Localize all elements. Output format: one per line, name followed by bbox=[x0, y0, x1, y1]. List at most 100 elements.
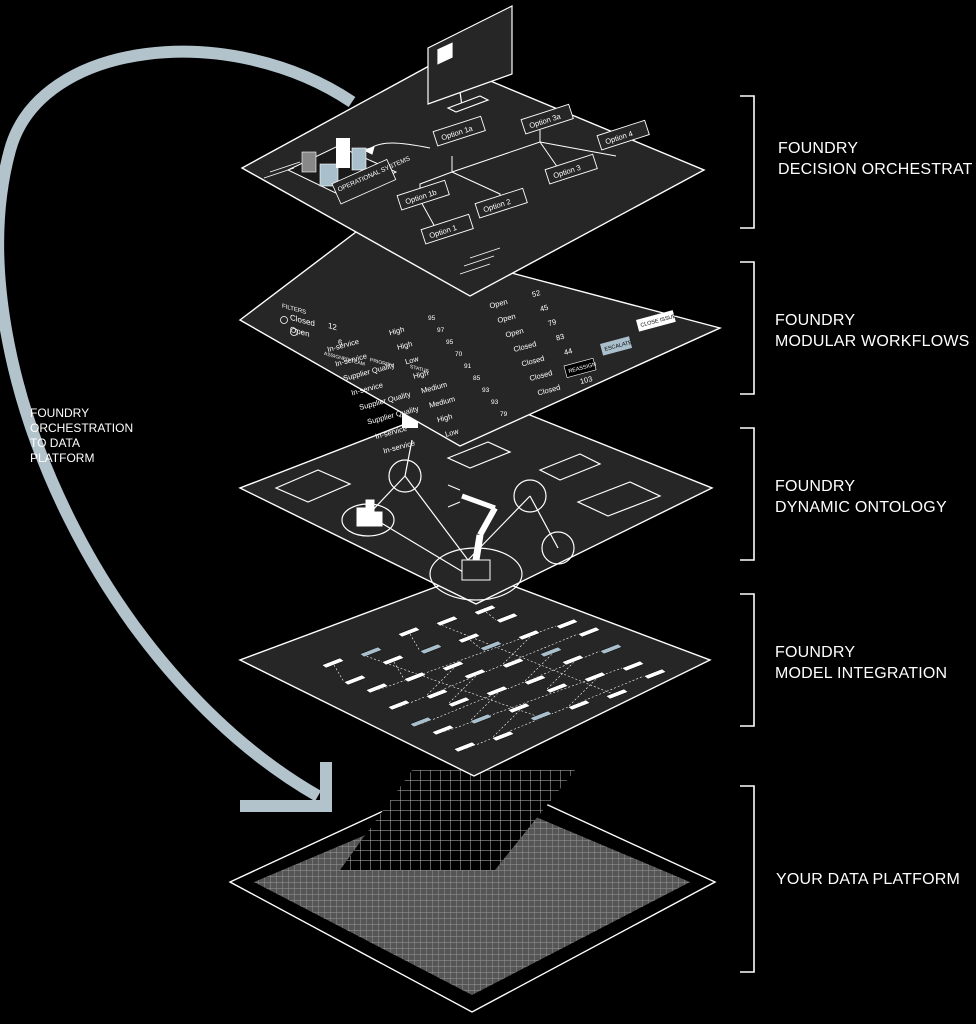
model-connection bbox=[567, 678, 597, 708]
cell-count: 52 bbox=[531, 288, 541, 299]
cell-count: 103 bbox=[579, 374, 593, 386]
model-node bbox=[545, 682, 569, 694]
escalate-button[interactable] bbox=[600, 336, 633, 356]
text-placeholder-line bbox=[263, 167, 295, 179]
model-node bbox=[605, 688, 629, 700]
arrow-label-line-2: ORCHESTRATION bbox=[30, 421, 134, 435]
text-placeholder-line bbox=[469, 247, 501, 259]
side-value: 85 bbox=[473, 375, 481, 382]
model-node bbox=[517, 629, 541, 641]
model-node bbox=[419, 643, 443, 655]
model-connection bbox=[491, 709, 521, 739]
text-placeholder-line bbox=[463, 255, 495, 267]
model-node bbox=[403, 671, 427, 683]
bracket-ontology bbox=[740, 427, 755, 561]
cell-count: 79 bbox=[547, 317, 557, 328]
layer-modular-workflows: FILTERS Closed Open 12 6 ASSIGNED TEAM P… bbox=[238, 231, 723, 455]
model-node bbox=[397, 626, 421, 638]
filter-closed-count: 12 bbox=[328, 321, 337, 332]
side-value: 95 bbox=[428, 315, 436, 322]
model-node bbox=[485, 685, 509, 697]
option-box[interactable]: Option 1 bbox=[420, 213, 474, 245]
model-node bbox=[425, 688, 449, 700]
model-node bbox=[359, 646, 383, 658]
monitor-icon bbox=[427, 5, 513, 113]
layer-data-platform bbox=[228, 769, 717, 1013]
text-placeholder-line bbox=[269, 161, 301, 173]
option-box[interactable]: Option 2 bbox=[474, 187, 528, 219]
model-node bbox=[447, 696, 471, 708]
side-value: 93 bbox=[491, 399, 499, 406]
arrow-label-line-4: PLATFORM bbox=[30, 451, 95, 465]
cell-priority: Low bbox=[444, 426, 460, 438]
model-node bbox=[343, 674, 367, 686]
model-node bbox=[495, 612, 519, 624]
side-value: 79 bbox=[500, 411, 508, 418]
model-connection bbox=[333, 664, 345, 683]
model-connection bbox=[359, 653, 543, 719]
cell-count: 45 bbox=[539, 303, 549, 314]
cell-count: 44 bbox=[563, 346, 573, 357]
layer-brackets bbox=[740, 95, 755, 973]
model-node bbox=[599, 643, 623, 655]
model-node bbox=[523, 674, 547, 686]
cell-priority: High bbox=[436, 412, 453, 425]
label-line-1: YOUR DATA PLATFORM bbox=[776, 871, 961, 888]
option-box[interactable]: Option 3 bbox=[544, 153, 598, 185]
model-node bbox=[457, 632, 481, 644]
model-connection bbox=[425, 667, 455, 697]
layer-dynamic-ontology bbox=[238, 394, 714, 605]
label-line-2: DYNAMIC ONTOLOGY bbox=[775, 499, 947, 516]
building-icon bbox=[356, 499, 383, 527]
label-line-1: FOUNDRY bbox=[775, 312, 856, 329]
option-box[interactable]: Option 4 bbox=[596, 119, 650, 151]
model-connection bbox=[409, 633, 421, 652]
model-node bbox=[473, 604, 497, 616]
model-connection bbox=[523, 653, 553, 683]
model-node bbox=[469, 713, 493, 725]
robot-arm-icon bbox=[447, 484, 498, 581]
filter-open-count: 6 bbox=[338, 338, 343, 348]
model-node bbox=[583, 671, 607, 683]
label-line-1: FOUNDRY bbox=[778, 140, 859, 157]
model-connection bbox=[435, 622, 619, 697]
model-node bbox=[491, 730, 515, 742]
model-node bbox=[409, 716, 433, 728]
model-node bbox=[431, 724, 455, 736]
model-node bbox=[539, 646, 563, 658]
model-connection bbox=[545, 661, 575, 691]
operational-systems: OPERATIONAL SYSTEMS bbox=[286, 138, 412, 205]
close-issue-button[interactable] bbox=[636, 310, 676, 332]
model-node bbox=[643, 668, 667, 680]
label-line-2: MODULAR WORKFLOWS bbox=[775, 333, 970, 350]
model-node bbox=[501, 657, 525, 669]
model-connection bbox=[469, 692, 499, 722]
model-node bbox=[441, 660, 465, 672]
model-node bbox=[507, 702, 531, 714]
model-node bbox=[561, 654, 585, 666]
side-value: 95 bbox=[446, 339, 454, 346]
model-connection bbox=[447, 675, 477, 705]
model-node bbox=[479, 640, 503, 652]
orchestration-arrow bbox=[0, 45, 356, 812]
arrow-label-line-1: FOUNDRY bbox=[30, 406, 90, 420]
model-node bbox=[555, 618, 579, 630]
model-node bbox=[435, 615, 459, 627]
cell-priority: High bbox=[412, 368, 429, 381]
model-node bbox=[621, 660, 645, 672]
layer-model-integration bbox=[238, 571, 712, 777]
cell-priority: Low bbox=[404, 354, 420, 366]
model-node bbox=[567, 699, 591, 711]
arrow-label-line-3: TO DATA bbox=[30, 436, 81, 450]
model-node bbox=[387, 699, 411, 711]
reassign-button[interactable] bbox=[563, 357, 597, 378]
bracket-workflows bbox=[740, 261, 755, 395]
model-connection bbox=[393, 661, 405, 680]
side-value: 91 bbox=[464, 363, 472, 370]
bracket-decision bbox=[740, 95, 755, 229]
label-line-2: DECISION ORCHESTRAT bbox=[778, 161, 973, 178]
label-line-2: MODEL INTEGRATION bbox=[775, 665, 948, 682]
model-node bbox=[321, 657, 345, 669]
side-value: 97 bbox=[437, 327, 445, 334]
